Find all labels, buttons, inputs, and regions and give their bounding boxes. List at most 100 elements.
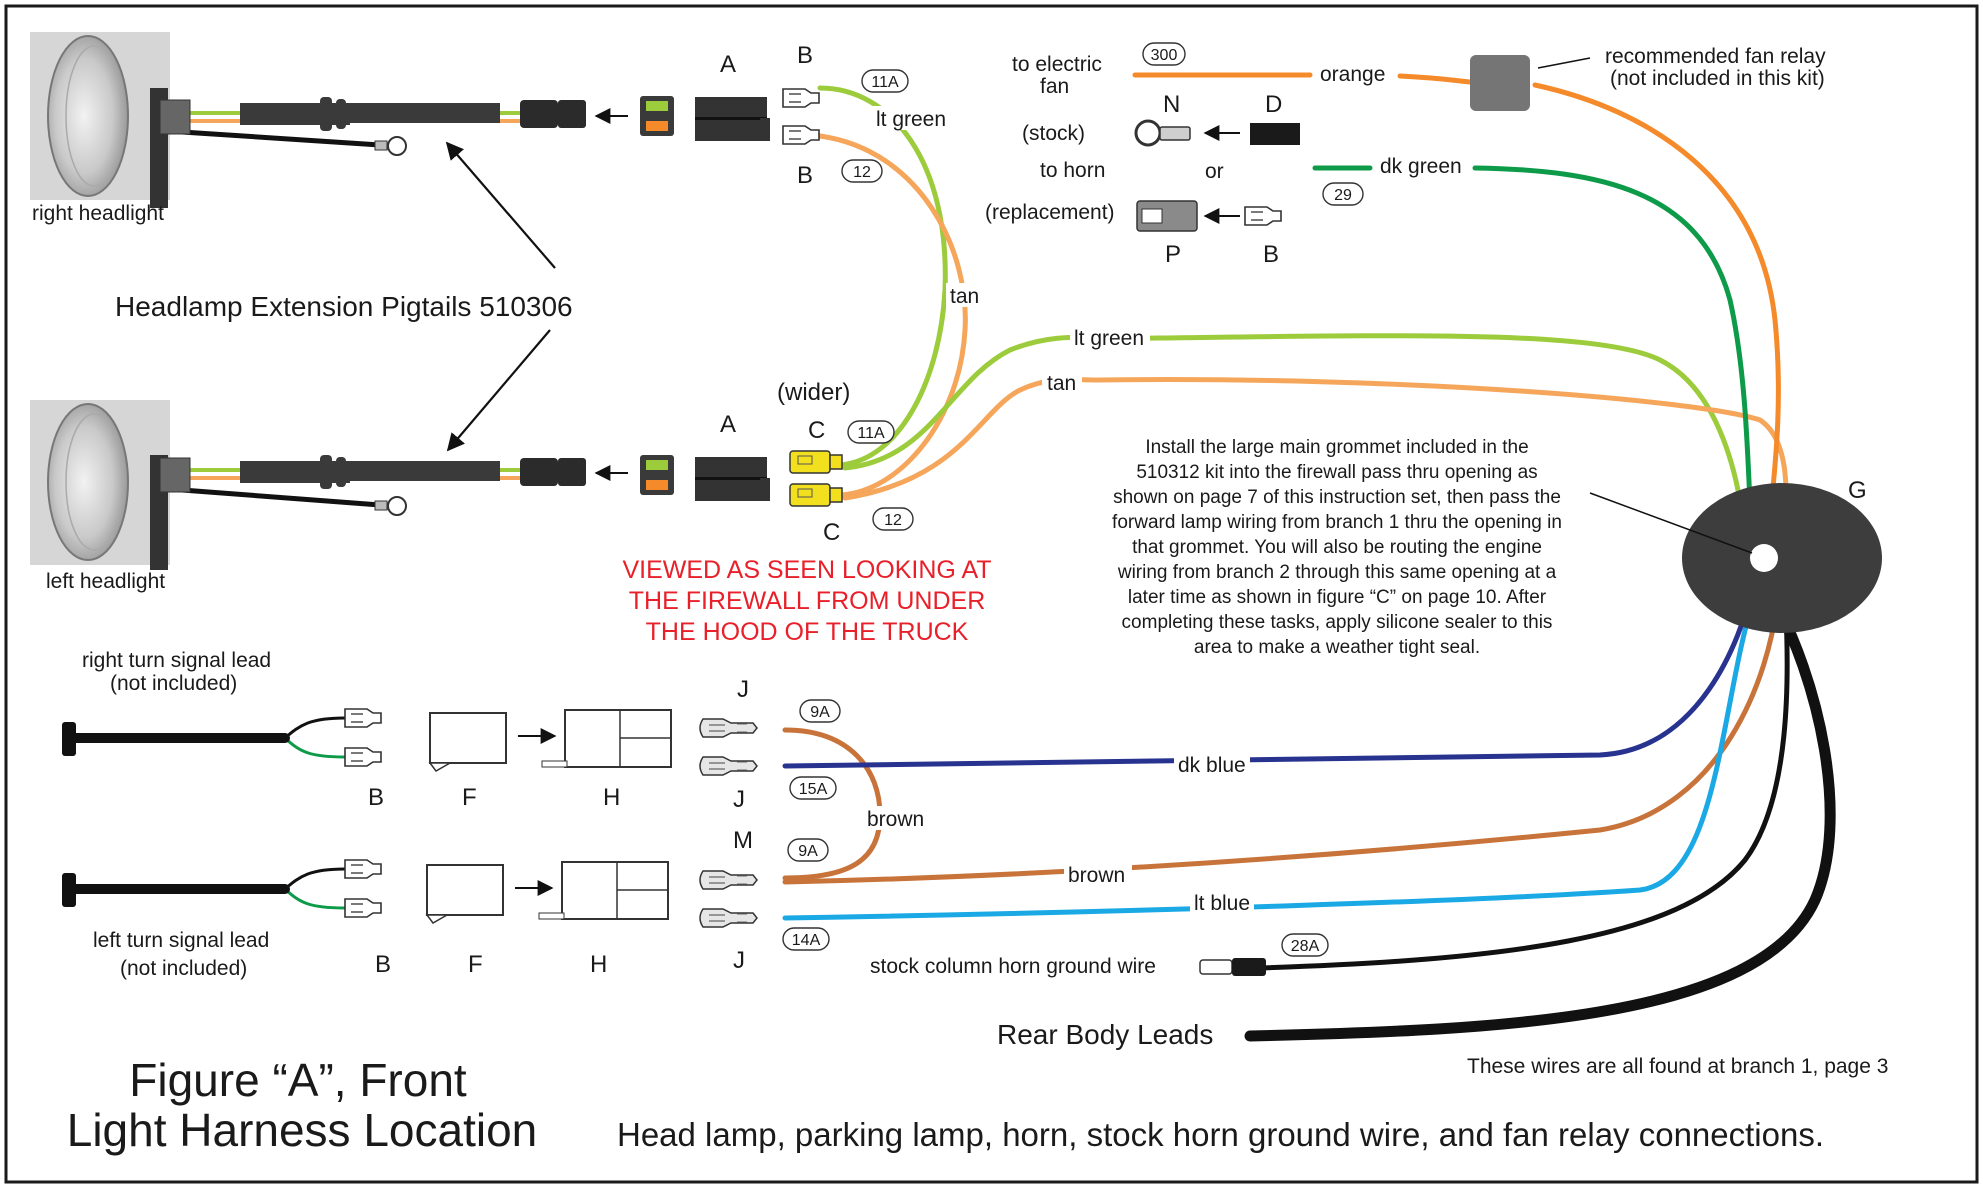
viewed-note: VIEWED AS SEEN LOOKING AT THE FIREWALL F…	[622, 556, 991, 646]
bot-a-housing	[695, 457, 770, 501]
label-tan-mid: tan	[1047, 372, 1076, 395]
letter-b-top-1: B	[797, 42, 813, 69]
letter-j2: J	[733, 786, 745, 813]
clip-j2	[699, 756, 758, 776]
label-brown-loop: brown	[867, 808, 924, 831]
c-connector-top	[789, 450, 843, 474]
label-orange: orange	[1320, 63, 1385, 86]
rt-h-housing	[541, 709, 672, 768]
letter-b-horn: B	[1263, 241, 1279, 268]
label-lt-blue: lt blue	[1194, 892, 1250, 915]
top-b-spade-2	[782, 125, 820, 145]
left-turn-label-2: (not included)	[120, 957, 247, 980]
fan-relay-label-1: recommended fan relay	[1605, 45, 1826, 68]
svg-text:wiring from branch 2 through t: wiring from branch 2 through this same o…	[1117, 562, 1557, 583]
label-brown-long: brown	[1068, 864, 1125, 887]
letter-a-top: A	[720, 51, 736, 78]
tag-28a: 28A	[1291, 938, 1320, 955]
left-turn-label-1: left turn signal lead	[93, 929, 269, 952]
clip-j1	[699, 718, 758, 738]
letter-wider: (wider)	[777, 379, 850, 406]
fan-relay-label-2: (not included in this kit)	[1610, 67, 1825, 90]
tag-15a: 15A	[799, 781, 828, 798]
letter-j3: J	[733, 947, 745, 974]
d-plug	[1250, 123, 1300, 145]
lt-b-spade-1	[344, 859, 382, 879]
tag-9a-1: 9A	[810, 704, 830, 721]
border	[4, 4, 1979, 1184]
top-a-housing	[695, 97, 770, 141]
arrow-pigtails-up	[445, 141, 556, 269]
grommet-note: Install the large main grommet included …	[1112, 437, 1562, 658]
letter-c-bot: C	[823, 519, 840, 546]
wire-top-ground	[179, 129, 383, 148]
c-connector-bot	[789, 483, 843, 507]
letter-b-lt: B	[375, 951, 391, 978]
wire-lt-green-mid	[842, 333, 1748, 543]
svg-text:completing these tasks, apply: completing these tasks, apply silicone s…	[1122, 612, 1553, 633]
wire-brown-long	[782, 592, 1781, 885]
lt-b-spade-2	[344, 898, 382, 918]
horn-ground-label: stock column horn ground wire	[870, 955, 1156, 978]
top-ring-terminal	[387, 136, 407, 156]
to-fan-label-1: to electric	[1012, 53, 1102, 76]
clip-m	[699, 870, 758, 890]
rt-turn-plug	[62, 722, 76, 756]
horn-b-spade	[1244, 206, 1282, 226]
letter-j1: J	[737, 676, 749, 703]
svg-text:Install the large main grommet: Install the large main grommet included …	[1145, 437, 1528, 458]
wire-horn-ground	[1257, 592, 1790, 971]
letter-p: P	[1165, 241, 1181, 268]
letter-f-rt: F	[462, 784, 477, 811]
arrow-pigtails-down	[446, 329, 551, 452]
letter-h-rt: H	[603, 784, 620, 811]
label-tan-top: tan	[950, 285, 979, 308]
top-b-spade-1	[782, 88, 820, 108]
branch-note: These wires are all found at branch 1, p…	[1467, 1055, 1888, 1078]
left-headlight	[30, 400, 191, 570]
wire-rear-body	[1244, 586, 1836, 1042]
grommet-pointer	[1589, 492, 1753, 554]
right-headlight	[30, 32, 191, 208]
wire-rt-turn-green	[283, 736, 347, 759]
letter-f-lt: F	[468, 951, 483, 978]
bot-ring-terminal	[387, 496, 407, 516]
fan-relay	[1470, 55, 1530, 111]
label-dk-blue: dk blue	[1178, 754, 1246, 777]
right-headlight-label: right headlight	[32, 202, 164, 225]
tag-11a-bot: 11A	[857, 425, 885, 442]
letter-m: M	[733, 827, 753, 854]
svg-text:area to make a weather tight s: area to make a weather tight seal.	[1194, 637, 1480, 658]
letter-g: G	[1848, 477, 1867, 504]
grommet-hole	[1750, 544, 1778, 572]
label-lt-green-mid: lt green	[1074, 327, 1144, 350]
figure-title-2: Light Harness Location	[67, 1104, 538, 1156]
svg-text:later time as shown in figure: later time as shown in figure “C” on pag…	[1128, 587, 1547, 608]
right-turn-label-1: right turn signal lead	[82, 649, 271, 672]
figure-title-1: Figure “A”, Front	[129, 1054, 467, 1106]
tag-12-top: 12	[853, 164, 871, 181]
letter-d: D	[1265, 91, 1282, 118]
letter-b-top-2: B	[797, 162, 813, 189]
letter-a-bot: A	[720, 411, 736, 438]
p-connector	[1136, 200, 1198, 232]
svg-text:shown on page 7 of this instru: shown on page 7 of this instruction set,…	[1113, 487, 1561, 508]
letter-h-lt: H	[590, 951, 607, 978]
letter-n: N	[1163, 91, 1180, 118]
wire-rt-turn-black	[283, 716, 347, 740]
lt-f-housing	[425, 864, 504, 924]
svg-text:that grommet. You will also be: that grommet. You will also be routing t…	[1132, 537, 1542, 558]
rt-b-spade-1	[344, 708, 382, 728]
svg-text:THE HOOD OF THE TRUCK: THE HOOD OF THE TRUCK	[646, 618, 969, 646]
rear-body-label: Rear Body Leads	[997, 1019, 1213, 1050]
tag-9a-2: 9A	[798, 843, 818, 860]
fan-relay-pointer	[1537, 57, 1591, 69]
or-label: or	[1205, 160, 1224, 183]
main-grommet	[1682, 483, 1882, 633]
svg-text:VIEWED AS SEEN LOOKING AT: VIEWED AS SEEN LOOKING AT	[622, 556, 991, 584]
wire-lt-turn-black	[283, 867, 347, 891]
to-fan-label-2: fan	[1040, 75, 1069, 98]
bot-terminal-plug	[640, 455, 674, 495]
tag-12-bot: 12	[884, 512, 902, 529]
top-terminal-plug	[640, 96, 674, 136]
